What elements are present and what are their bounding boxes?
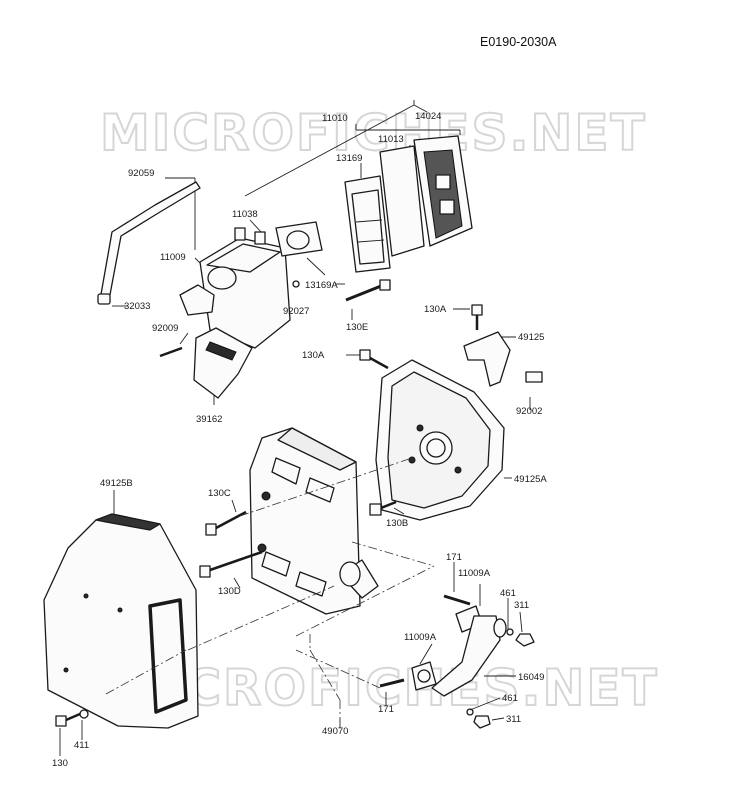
label-11009: 11009 xyxy=(160,252,186,263)
label-411: 411 xyxy=(74,740,89,751)
part-labels: 11010 14024 11013 13169 92059 11038 1100… xyxy=(52,111,547,769)
label-49125A: 49125A xyxy=(514,474,547,485)
label-92002: 92002 xyxy=(516,406,542,417)
leader-lines-bottom xyxy=(59,477,523,756)
label-130E: 130E xyxy=(346,322,368,333)
label-11009A-bottom: 11009A xyxy=(404,632,437,643)
air-cleaner-base-11038 xyxy=(179,227,291,349)
label-11013: 11013 xyxy=(378,134,404,145)
breather-hose-92059 xyxy=(97,181,201,305)
label-11009A-top: 11009A xyxy=(458,568,491,579)
label-461-top: 461 xyxy=(500,588,516,599)
screw-130 xyxy=(55,709,89,727)
exhaust-parts xyxy=(379,594,535,729)
watermark-top: MICROFICHES.NET xyxy=(100,104,647,162)
label-171-bottom: 171 xyxy=(378,704,394,715)
label-39162: 39162 xyxy=(196,414,222,425)
label-92027: 92027 xyxy=(283,306,309,317)
back-plate-49125A xyxy=(375,359,505,521)
label-11038: 11038 xyxy=(232,209,258,220)
bolt-130E xyxy=(345,279,391,302)
label-311-bottom: 311 xyxy=(506,714,521,725)
bolt-130D xyxy=(199,550,263,578)
bracket-49125 xyxy=(463,304,543,387)
label-130A-mid: 130A xyxy=(302,350,325,361)
label-461-bottom: 461 xyxy=(502,693,518,704)
label-49125: 49125 xyxy=(518,332,544,343)
assembly-centerlines xyxy=(105,457,435,718)
bolt-130C xyxy=(205,510,247,536)
label-311-top: 311 xyxy=(514,600,529,611)
label-49125B: 49125B xyxy=(100,478,133,489)
label-49070: 49070 xyxy=(322,726,348,737)
label-130: 130 xyxy=(52,758,68,769)
housing-49070 xyxy=(249,427,379,615)
label-13169: 13169 xyxy=(336,153,362,164)
front-cover-49125B xyxy=(43,513,199,729)
diagram-code: E0190-2030A xyxy=(480,35,557,49)
label-92009: 92009 xyxy=(152,323,178,334)
filter-elements xyxy=(344,135,473,273)
label-171-top: 171 xyxy=(446,552,462,563)
label-11010: 11010 xyxy=(322,113,348,124)
label-130B: 130B xyxy=(386,518,408,529)
label-130D: 130D xyxy=(218,586,241,597)
label-32033: 32033 xyxy=(124,301,150,312)
label-130A-top: 130A xyxy=(424,304,447,315)
label-16049: 16049 xyxy=(518,672,544,683)
label-13169A: 13169A xyxy=(305,280,338,291)
gasket-13169A xyxy=(275,221,323,288)
bolt-130A-mid xyxy=(359,349,389,370)
bracket-39162 xyxy=(159,327,253,399)
label-130C: 130C xyxy=(208,488,231,499)
label-14024: 14024 xyxy=(415,111,441,122)
bolt-130B xyxy=(369,500,397,516)
label-92059: 92059 xyxy=(128,168,154,179)
watermark-bottom: MICROFICHES.NET xyxy=(112,659,659,717)
